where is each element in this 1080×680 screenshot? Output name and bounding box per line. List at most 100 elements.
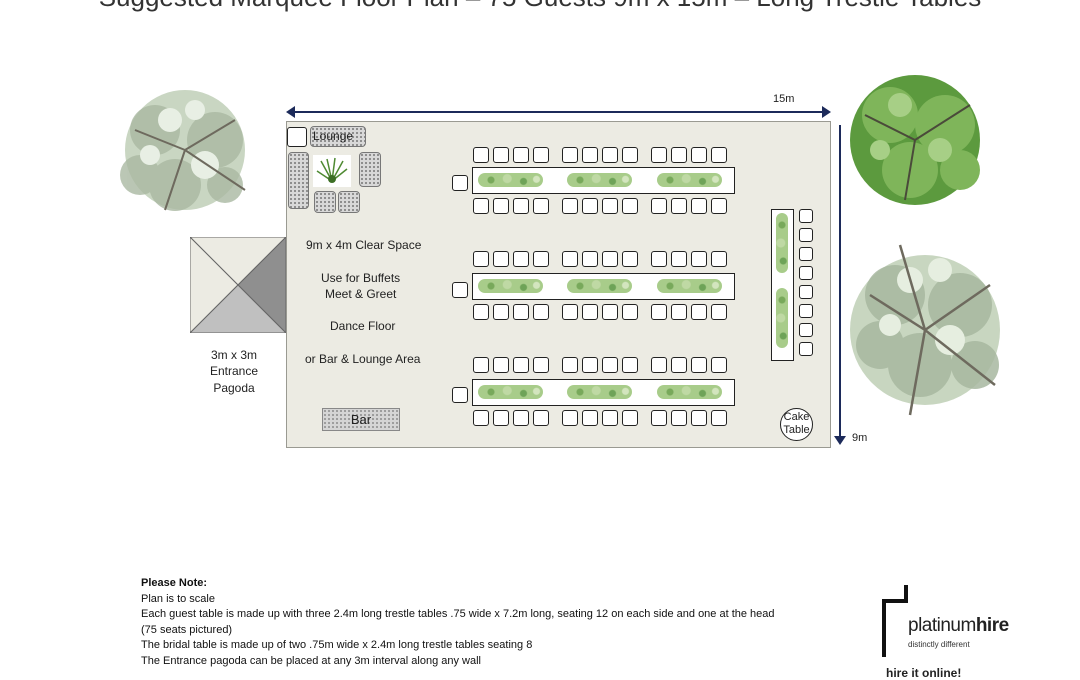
guest-chair xyxy=(651,357,667,373)
lounge-ottoman xyxy=(338,191,360,213)
guest-chair xyxy=(533,410,549,426)
guest-chair xyxy=(602,198,618,214)
lounge-sofa-left xyxy=(288,152,309,209)
notes: Please Note: Plan is to scale Each guest… xyxy=(141,576,861,670)
head-chair xyxy=(452,282,468,298)
guest-chair xyxy=(533,357,549,373)
guest-chair xyxy=(582,198,598,214)
guest-chair xyxy=(493,147,509,163)
guest-chair xyxy=(582,147,598,163)
head-chair xyxy=(452,387,468,403)
guest-chair xyxy=(513,147,529,163)
guest-chair xyxy=(671,357,687,373)
guest-chair xyxy=(622,198,638,214)
bridal-flowers xyxy=(776,213,788,273)
buffets-label: Use for Buffets xyxy=(321,271,401,285)
guest-chair xyxy=(582,410,598,426)
note-line: Each guest table is made up with three 2… xyxy=(141,608,775,621)
guest-chair xyxy=(493,198,509,214)
guest-chair xyxy=(691,304,707,320)
note-line: (75 seats pictured) xyxy=(141,623,233,636)
guest-chair xyxy=(533,198,549,214)
bridal-chair xyxy=(799,285,813,299)
note-heading: Please Note: xyxy=(141,577,208,589)
cake-table-label: Table xyxy=(783,424,810,436)
guest-chair xyxy=(651,147,667,163)
guest-chair xyxy=(473,147,489,163)
table-flowers xyxy=(657,385,722,399)
length-label: 15m xyxy=(773,93,795,105)
guest-chair xyxy=(671,198,687,214)
guest-chair xyxy=(711,251,727,267)
table-flowers xyxy=(657,279,722,293)
platinum-hire-logo: platinumhire distinctly different hire i… xyxy=(882,583,1052,680)
guest-chair xyxy=(513,251,529,267)
guest-chair xyxy=(671,410,687,426)
guest-chair xyxy=(602,357,618,373)
guest-chair xyxy=(651,251,667,267)
pagoda-line1: 3m x 3m xyxy=(210,348,257,362)
bar: Bar xyxy=(322,408,400,431)
meet-greet-label: Meet & Greet xyxy=(325,287,397,301)
lounge-ottoman xyxy=(314,191,336,213)
tree-top-right xyxy=(850,75,980,205)
logo-tagline: distinctly different xyxy=(908,640,970,649)
tree-top-left xyxy=(120,90,246,211)
guest-chair xyxy=(622,147,638,163)
width-label: 9m xyxy=(852,432,868,444)
note-line: Plan is to scale xyxy=(141,592,215,605)
table-flowers xyxy=(478,385,543,399)
table-flowers xyxy=(478,173,543,187)
table-flowers xyxy=(567,279,632,293)
guest-chair xyxy=(562,304,578,320)
guest-chair xyxy=(691,410,707,426)
guest-chair xyxy=(473,357,489,373)
table-flowers xyxy=(657,173,722,187)
pagoda-line3: Pagoda xyxy=(213,381,255,395)
guest-chair xyxy=(473,251,489,267)
bridal-chair xyxy=(799,342,813,356)
guest-chair xyxy=(622,304,638,320)
bridal-chair xyxy=(799,247,813,261)
guest-chair xyxy=(513,198,529,214)
bar-lounge-label: or Bar & Lounge Area xyxy=(305,352,421,366)
guest-chair xyxy=(711,198,727,214)
bridal-chair xyxy=(799,304,813,318)
guest-chair xyxy=(602,147,618,163)
guest-chair xyxy=(533,251,549,267)
guest-chair xyxy=(691,147,707,163)
guest-chair xyxy=(533,147,549,163)
head-chair xyxy=(452,175,468,191)
guest-chair xyxy=(513,357,529,373)
table-flowers xyxy=(567,173,632,187)
guest-chair xyxy=(562,410,578,426)
logo-brand-bold: hire xyxy=(975,615,1009,636)
page-title: Suggested Marquee Floor Plan – 75 Guests… xyxy=(0,0,1080,13)
bridal-flowers xyxy=(776,288,788,348)
guest-chair xyxy=(493,251,509,267)
guest-chair xyxy=(602,251,618,267)
guest-chair xyxy=(622,251,638,267)
entrance-pagoda xyxy=(190,237,286,333)
lounge-plant xyxy=(313,155,351,187)
lounge-label: Lounge xyxy=(313,129,354,143)
guest-chair xyxy=(473,304,489,320)
guest-chair xyxy=(513,304,529,320)
tree-bottom-right xyxy=(850,244,1000,416)
guest-chair xyxy=(691,251,707,267)
guest-chair xyxy=(602,410,618,426)
guest-chair xyxy=(671,147,687,163)
pagoda-line2: Entrance xyxy=(209,364,259,378)
guest-chair xyxy=(493,410,509,426)
guest-chair xyxy=(473,198,489,214)
guest-chair xyxy=(582,357,598,373)
guest-chair xyxy=(651,198,667,214)
guest-chair xyxy=(513,410,529,426)
guest-chair xyxy=(562,147,578,163)
guest-chair xyxy=(473,410,489,426)
lounge-sofa-right xyxy=(359,152,381,187)
guest-chair xyxy=(651,410,667,426)
note-line: The Entrance pagoda can be placed at any… xyxy=(141,654,481,667)
guest-chair xyxy=(562,198,578,214)
guest-chair xyxy=(533,304,549,320)
